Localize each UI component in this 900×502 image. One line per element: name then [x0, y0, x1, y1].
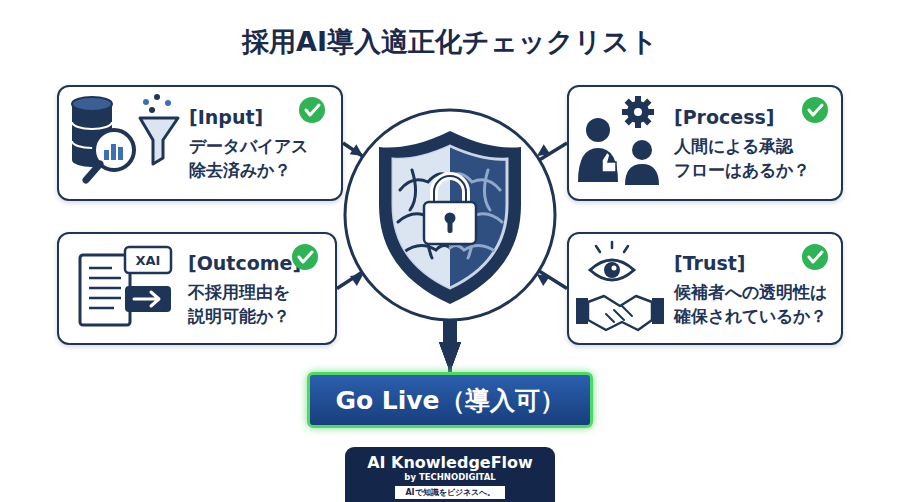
- brand-name: AI KnowledgeFlow: [367, 453, 533, 472]
- brand-footer: AI KnowledgeFlowby TECHNODIGITAL AIで知識をビジ…: [345, 447, 555, 502]
- item-heading: [Input]: [189, 104, 341, 130]
- chart-title: 採用AI導入適正化チェックリスト: [0, 24, 900, 60]
- eye-handshake-icon: [576, 242, 664, 330]
- document-icon: [80, 247, 171, 325]
- item-heading: [Outcome]: [188, 250, 335, 276]
- go-live-box: Go Live（導入可）: [307, 372, 593, 428]
- item-question: 人間による承認 フローはあるか？: [674, 134, 841, 182]
- item-question: データバイアス 除去済みか？: [189, 134, 341, 182]
- brand-tagline: AIで知識をビジネスへ。: [395, 486, 504, 499]
- brand-byline: by TECHNODIGITAL: [404, 472, 495, 483]
- check-item-box: [Input] データバイアス 除去済みか？: [57, 85, 343, 201]
- item-heading: [Trust]: [674, 250, 841, 276]
- hub-circle: [345, 110, 555, 320]
- people-gear-icon: [578, 96, 659, 185]
- check-item-box: [Outcome] 不採用理由を 説明可能か？: [57, 232, 337, 345]
- check-item-box: [Process] 人間による承認 フローはあるか？: [567, 85, 843, 201]
- icon-label: XAI: [125, 247, 171, 273]
- database-icon: [72, 94, 178, 180]
- check-badges: [292, 97, 828, 270]
- check-item-box: [Trust] 候補者への透明性は 確保されているか？: [567, 232, 843, 345]
- item-question: 候補者への透明性は 確保されているか？: [674, 280, 841, 328]
- go-live-text: Go Live（導入可）: [335, 384, 564, 417]
- item-question: 不採用理由を 説明可能か？: [188, 280, 335, 328]
- item-heading: [Process]: [674, 104, 841, 130]
- shield-symbol: [379, 131, 521, 304]
